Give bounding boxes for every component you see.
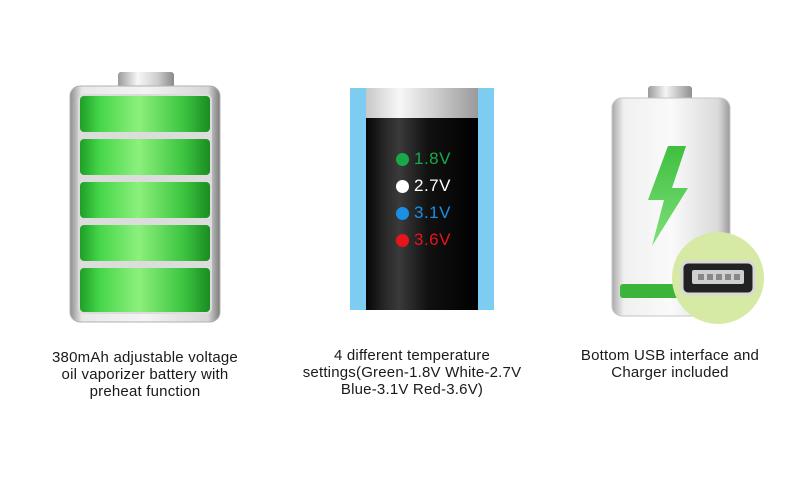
lightning-bolt-icon [648, 146, 688, 246]
voltage-label: 2.7V [414, 176, 451, 195]
battery-cell [80, 268, 210, 312]
battery-cell [80, 96, 210, 132]
voltage-label: 1.8V [414, 149, 451, 168]
voltage-option-white: 2.7V [396, 175, 451, 197]
pen-battery-body [366, 88, 478, 310]
battery-full-icon [69, 72, 221, 323]
red-dot-icon [396, 233, 409, 247]
voltage-label: 3.1V [414, 203, 451, 222]
battery-cell [80, 225, 210, 261]
battery-caption: 380mAh adjustable voltage oil vaporizer … [52, 349, 238, 400]
battery-charging-usb-icon [611, 86, 764, 324]
voltage-caption: 4 different temperature settings(Green-1… [302, 347, 522, 398]
battery-cell [80, 182, 210, 218]
pen-battery-top [366, 88, 478, 118]
white-dot-icon [396, 179, 409, 193]
green-dot-icon [396, 152, 409, 166]
voltage-label: 3.6V [414, 230, 451, 249]
usb-caption: Bottom USB interface and Charger include… [580, 347, 760, 381]
panel-battery: 380mAh adjustable voltage oil vaporizer … [0, 0, 270, 486]
voltage-option-red: 3.6V [396, 229, 451, 251]
panel-usb-charging: Bottom USB interface and Charger include… [540, 0, 800, 486]
voltage-option-blue: 3.1V [396, 202, 451, 224]
blue-dot-icon [396, 206, 409, 220]
voltage-option-green: 1.8V [396, 148, 451, 170]
battery-cell [80, 139, 210, 175]
